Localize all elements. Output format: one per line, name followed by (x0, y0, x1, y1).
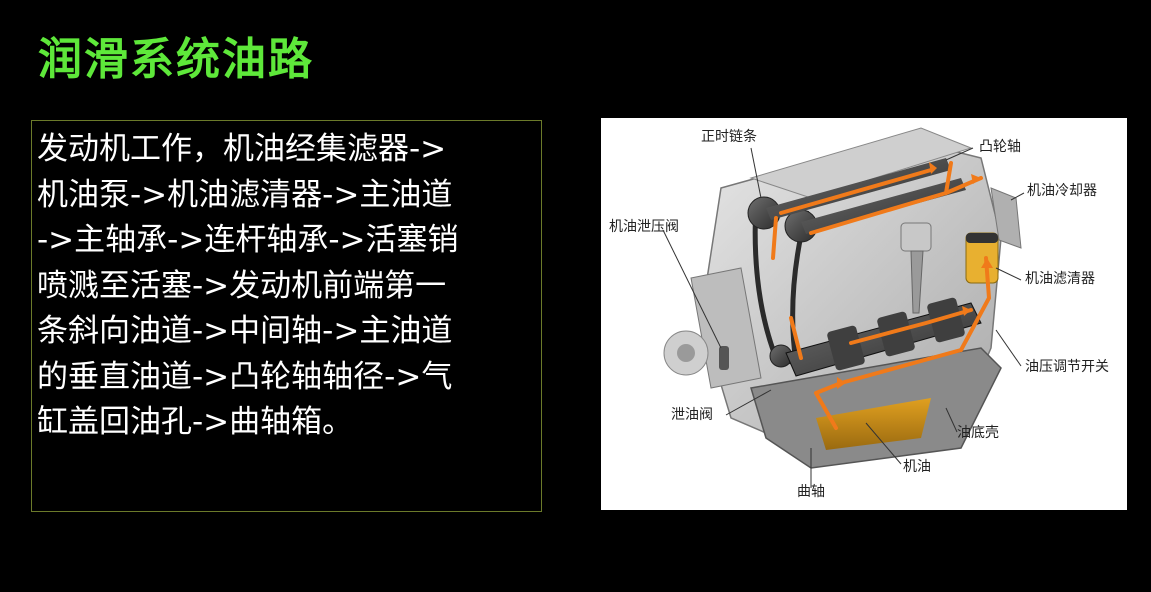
label-relief-valve: 机油泄压阀 (609, 219, 679, 235)
label-crankshaft: 曲轴 (797, 484, 825, 500)
crank-web-3 (927, 297, 965, 343)
description-line: ->主轴承->连杆轴承->活塞销 (37, 222, 459, 258)
crank-web-1 (827, 325, 865, 371)
oil-filter-cap (966, 233, 998, 243)
camshaft-2 (801, 178, 966, 234)
label-oil: 机油 (903, 459, 931, 475)
connecting-rod (910, 250, 924, 314)
label-oil-pan: 油底壳 (957, 425, 999, 441)
cylinder-head (749, 127, 973, 199)
label-oil-filter: 机油滤清器 (1025, 271, 1095, 287)
oil-flow-arrowheads (837, 162, 993, 389)
label-camshaft: 凸轮轴 (979, 139, 1021, 155)
oil-path-description: 发动机工作，机油经集滤器-> 机油泵->机油滤清器->主油道 ->主轴承->连杆… (31, 120, 542, 512)
engine-illustration (662, 127, 1025, 488)
label-pressure-switch: 油压调节开关 (1025, 359, 1109, 375)
label-timing-chain: 正时链条 (701, 129, 757, 145)
description-line: 喷溅至活塞->发动机前端第一 (37, 267, 447, 304)
oil-sump (816, 398, 931, 450)
piston (900, 222, 932, 252)
description-line: 机油泵->机油滤清器->主油道 (37, 176, 453, 213)
description-line: 条斜向油道->中间轴->主油道 (37, 313, 453, 349)
label-drain-valve: 泄油阀 (671, 407, 713, 423)
crank-web-2 (877, 311, 915, 357)
callout-leaders (662, 147, 1025, 488)
engine-lubrication-diagram: 正时链条 凸轮轴 机油冷却器 机油泄压阀 机油滤清器 油压调节开关 泄油阀 油底… (601, 118, 1127, 510)
label-oil-cooler: 机油冷却器 (1027, 183, 1097, 199)
relief-valve-shape (719, 346, 729, 370)
description-line: 缸盖回油孔->曲轴箱。 (37, 404, 354, 440)
slide-title: 润滑系统油路 (38, 34, 314, 85)
description-line: 的垂直油道->凸轮轴轴径->气 (37, 358, 453, 395)
pulley-hub (677, 344, 695, 362)
description-line: 发动机工作，机油经集滤器-> (37, 131, 447, 167)
oil-cooler-shape (990, 187, 1022, 249)
